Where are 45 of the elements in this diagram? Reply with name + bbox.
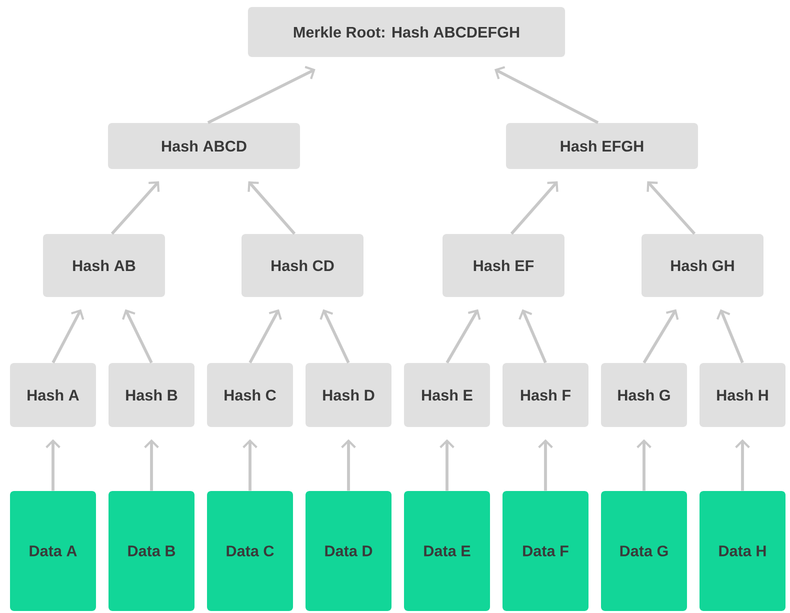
arrow — [242, 439, 258, 491]
data-block: Data F — [502, 491, 588, 611]
arrow — [320, 309, 350, 364]
arrow — [494, 66, 599, 124]
data-block: Data H — [700, 491, 786, 611]
arrow — [735, 439, 750, 491]
hash-box: Hash F — [502, 363, 588, 427]
arrow — [46, 439, 60, 491]
hash-box: Hash H — [700, 363, 786, 427]
data-block: Data C — [207, 491, 293, 611]
hash-box: Hash D — [306, 363, 392, 427]
data-block: Data E — [404, 491, 490, 611]
hash-box: Hash E — [404, 363, 490, 427]
arrow — [538, 439, 553, 491]
arrow — [636, 439, 652, 491]
data-block: Data A — [10, 491, 96, 611]
hash-box: Hash A — [10, 363, 96, 427]
arrow — [144, 439, 159, 491]
arrow — [122, 309, 153, 364]
arrow — [716, 309, 744, 364]
data-block: Data G — [601, 491, 687, 611]
hash-box: Hash GH — [642, 234, 764, 297]
hash-box: Hash AB — [43, 234, 165, 297]
arrow — [110, 181, 160, 235]
arrow — [518, 309, 547, 364]
hash-box: Hash EFGH — [506, 123, 698, 169]
arrow — [207, 66, 316, 124]
hash-box: Hash ABCD — [108, 123, 300, 169]
arrow — [341, 439, 356, 491]
hash-box: Hash G — [601, 363, 687, 427]
arrow — [248, 181, 296, 235]
arrow — [440, 439, 454, 491]
hash-box: Merkle Root: Hash ABCDEFGH — [248, 7, 566, 57]
arrow — [446, 309, 481, 364]
arrow — [52, 309, 84, 364]
data-block: Data B — [108, 491, 194, 611]
hash-box: Hash CD — [242, 234, 364, 297]
arrow — [510, 181, 558, 235]
hash-box: Hash EF — [442, 234, 564, 297]
arrow — [642, 309, 679, 364]
arrow — [248, 309, 282, 364]
hash-box: Hash C — [207, 363, 293, 427]
hash-box: Hash B — [108, 363, 194, 427]
data-block: Data D — [306, 491, 392, 611]
arrow — [646, 181, 696, 235]
